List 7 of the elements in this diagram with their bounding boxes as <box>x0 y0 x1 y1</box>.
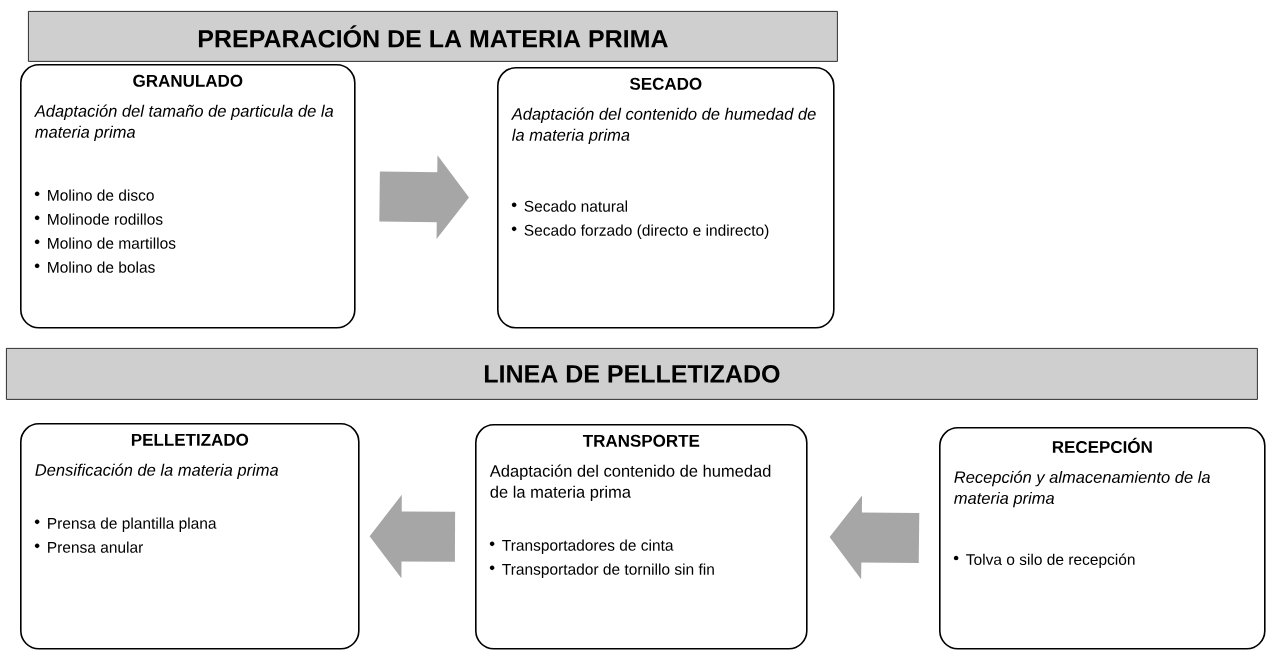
process-box: PELLETIZADO Densificación de la materia prima Prensa de plantilla plana Prensa anular <box>20 423 360 650</box>
process-box: TRANSPORTE Adaptación del contenido de humedad de la materia prima Transportadores de cinta Transportador de tornillo sin fin <box>475 424 808 650</box>
process-box: SECADO Adaptación del contenido de humedad de la materia prima Secado natural Secado forzado (directo e indirecto) <box>497 67 835 329</box>
section-banner: PREPARACIÓN DE LA MATERIA PRIMA <box>28 11 838 62</box>
process-box: GRANULADO Adaptación del tamaño de particula de la materia prima Molino de disco Molinode rodillos Molino de martillos Molino de bolas <box>20 64 356 329</box>
process-box: RECEPCIÓN Recepción y almacenamiento de la materia prima Tolva o silo de recepción <box>939 427 1266 650</box>
section-banner: LINEA DE PELLETIZADO <box>6 348 1258 400</box>
